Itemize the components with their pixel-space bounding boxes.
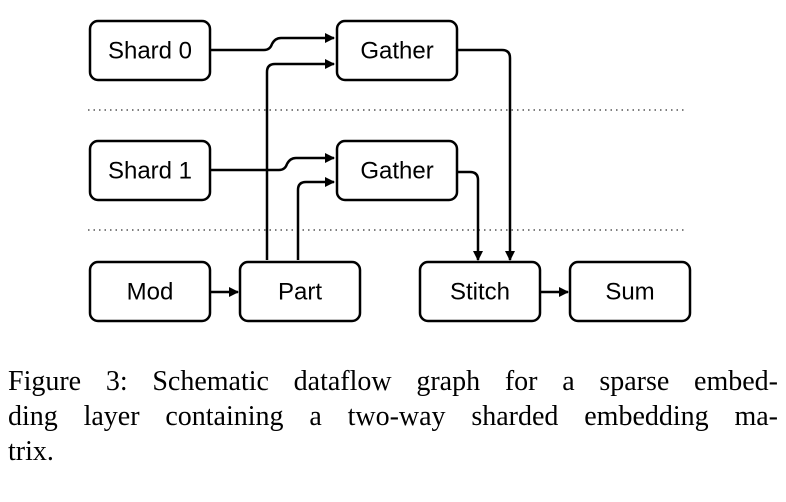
node-shard-1-label: Shard 1 xyxy=(108,158,192,185)
node-gather-middle: Gather xyxy=(335,139,459,202)
edge-shard0-to-gather0 xyxy=(210,33,335,52)
node-stitch-label: Stitch xyxy=(450,279,510,306)
node-stitch: Stitch xyxy=(418,260,542,323)
node-part-label: Part xyxy=(278,279,322,306)
node-gather-middle-label: Gather xyxy=(360,158,433,185)
caption-line-3: trix. xyxy=(8,436,54,467)
edge-gather1-to-stitch xyxy=(457,170,483,261)
node-mod: Mod xyxy=(88,260,212,323)
figure-caption: Figure 3: Schematic dataflow graph for a… xyxy=(8,364,778,469)
node-shard-0-label: Shard 0 xyxy=(108,38,192,65)
caption-line-1: Figure 3: Schematic dataflow graph for a… xyxy=(8,366,778,397)
node-sum: Sum xyxy=(568,260,692,323)
edge-shard1-to-gather1 xyxy=(210,153,335,172)
node-shard-0: Shard 0 xyxy=(88,19,212,82)
node-gather-top-label: Gather xyxy=(360,38,433,65)
node-gather-top: Gather xyxy=(335,19,459,82)
node-mod-label: Mod xyxy=(127,279,174,306)
edge-part-to-gather0 xyxy=(265,59,335,260)
edge-gather0-to-stitch xyxy=(457,48,515,261)
node-shard-1: Shard 1 xyxy=(88,139,212,202)
edge-part-to-gather1 xyxy=(296,177,335,260)
node-part: Part xyxy=(238,260,362,323)
dataflow-diagram: Shard 0 Gather Shard 1 Gather Mod Part S… xyxy=(88,19,692,323)
caption-line-2: ding layer containing a two-way sharded … xyxy=(8,401,778,432)
node-sum-label: Sum xyxy=(605,279,654,306)
